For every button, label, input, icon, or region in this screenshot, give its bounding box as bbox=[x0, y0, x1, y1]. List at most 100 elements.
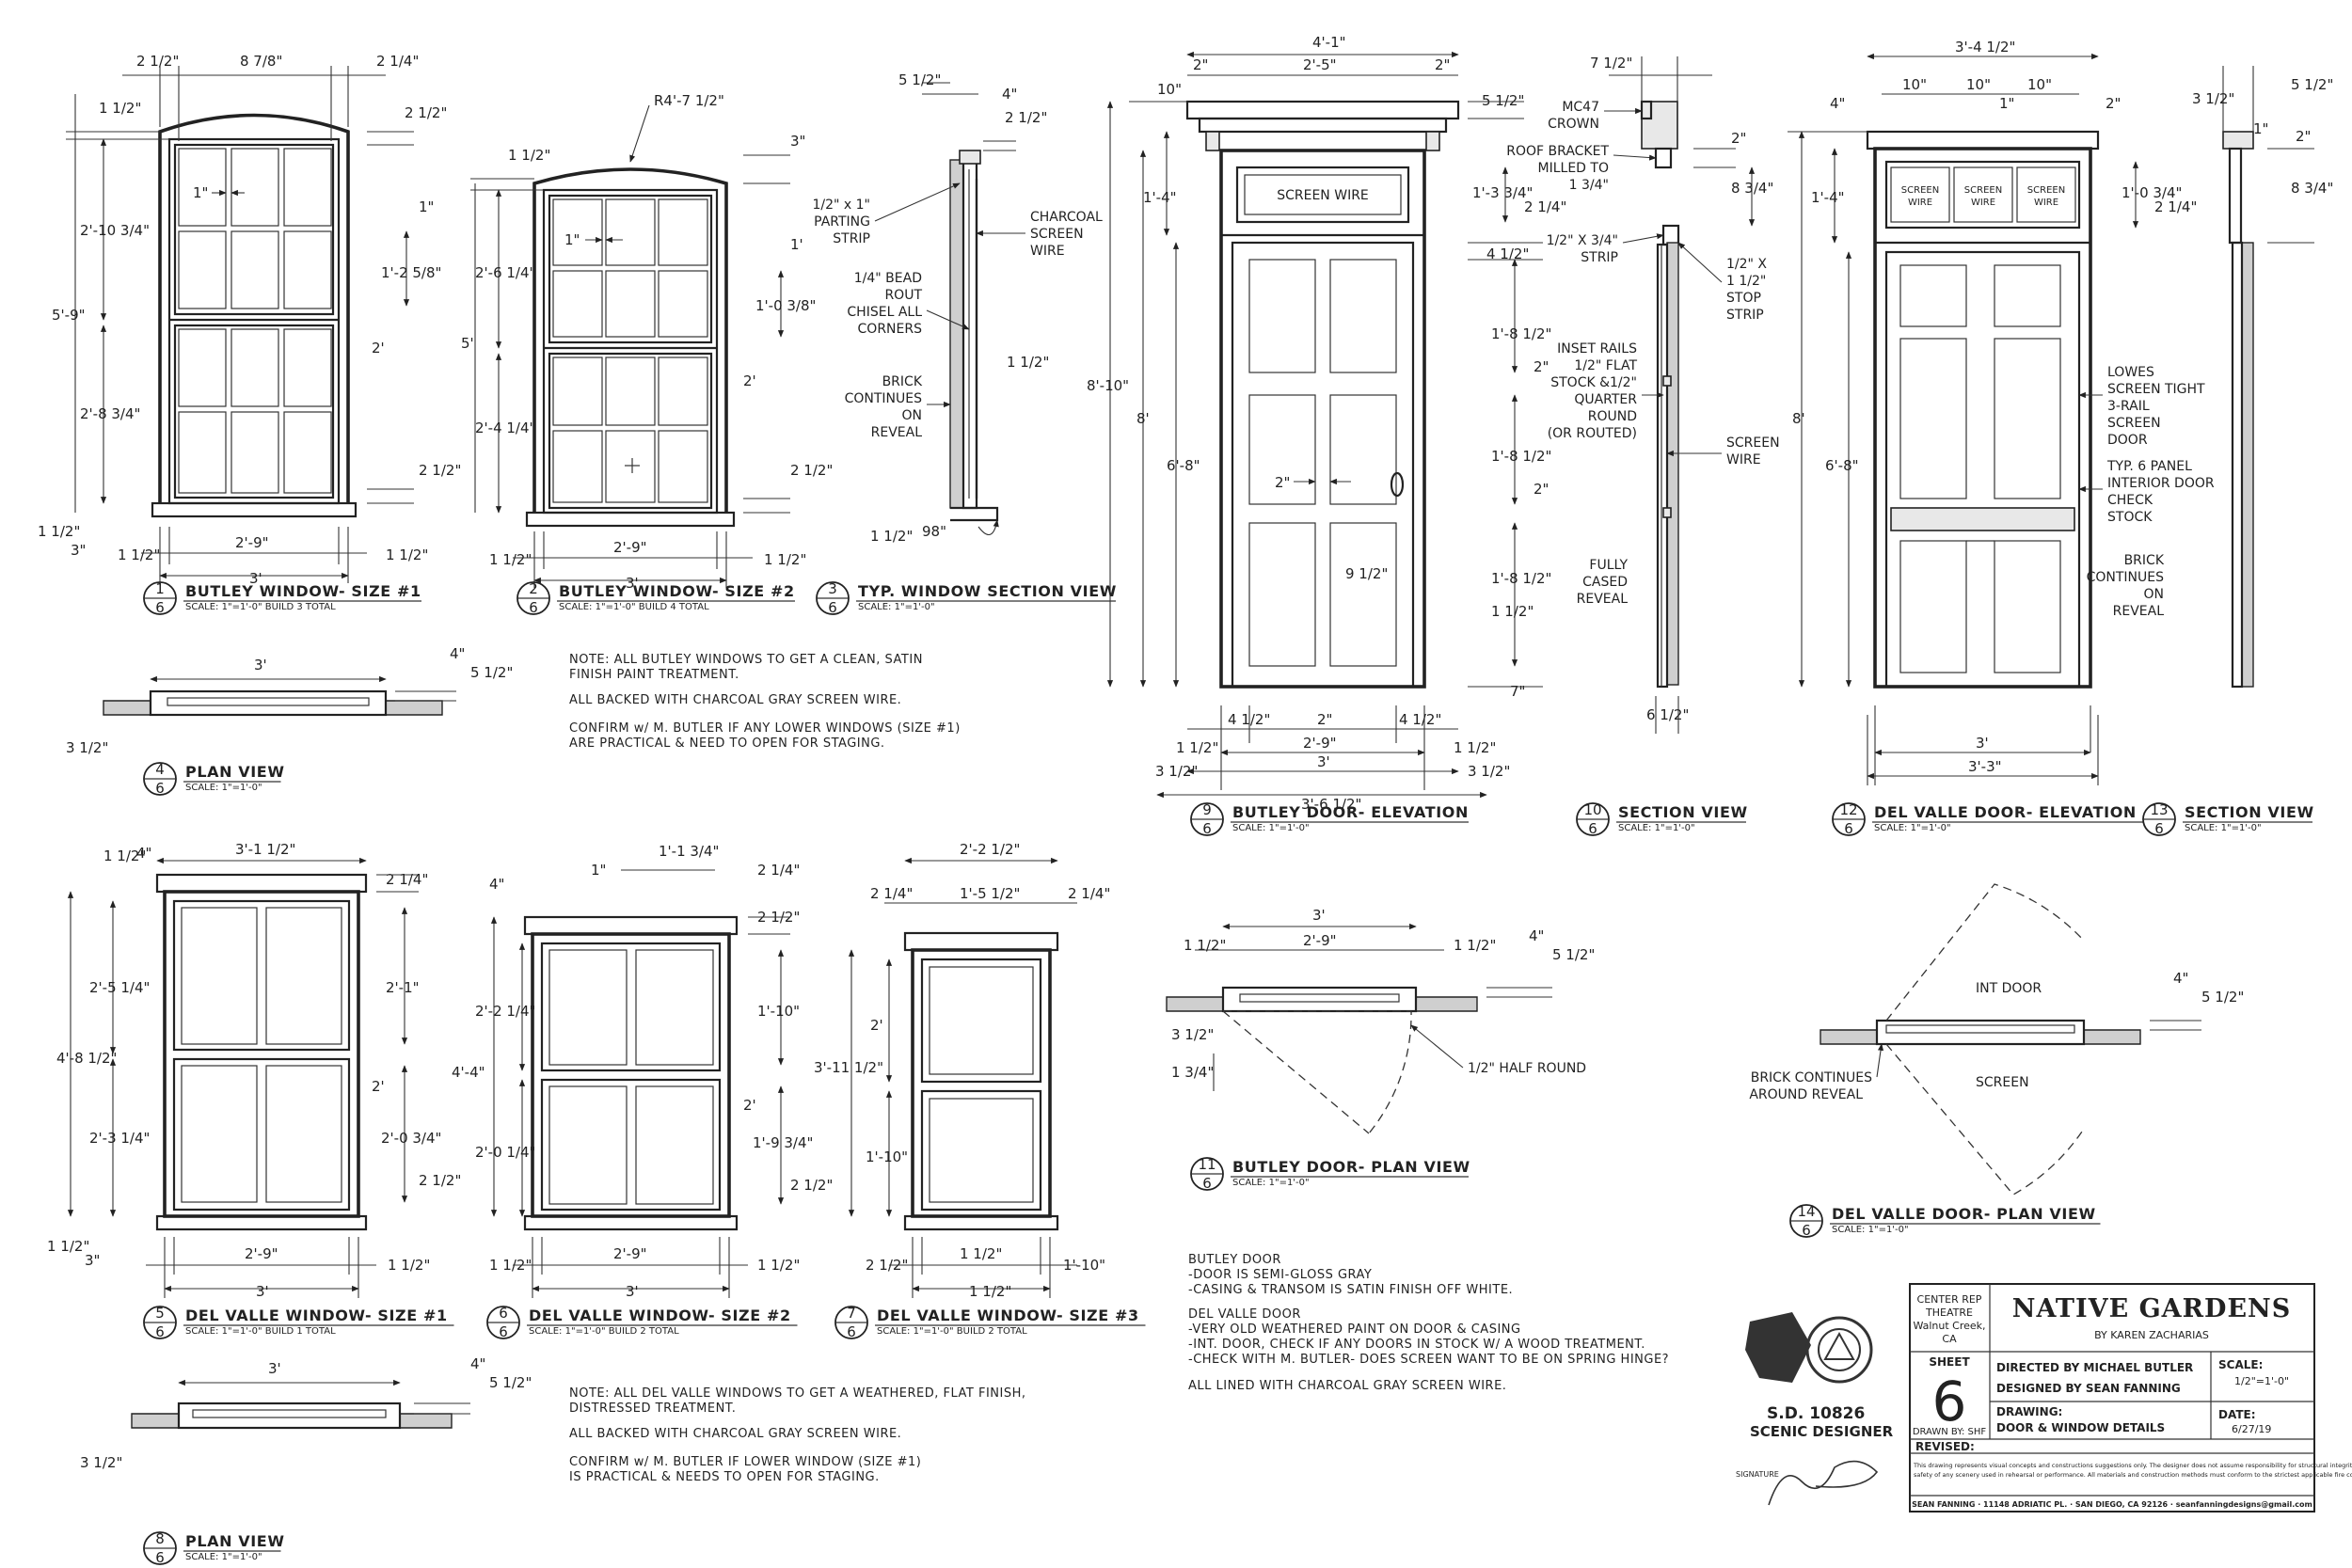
dim: 5'-9" bbox=[52, 307, 86, 324]
view-section-10: 7 1/2" 2" 8 3/4" 6 1/2" MC47 CROWN ROOF … bbox=[1506, 55, 1780, 734]
view-title: DEL VALLE DOOR- ELEVATION bbox=[1874, 803, 2137, 821]
dim: 1 1/2" bbox=[47, 1238, 89, 1255]
callout-number: 11 bbox=[1198, 1156, 1216, 1173]
view-butley-door-plan: 3' 1 1/2" 2'-9" 1 1/2" 4" 5 1/2" 3 1/2" … bbox=[1166, 907, 1595, 1134]
note: STOCK &1/2" bbox=[1550, 375, 1637, 390]
callout-sheet: 6 bbox=[1588, 820, 1597, 837]
dim: 3" bbox=[71, 542, 86, 559]
delvalle-notes: NOTE: ALL DEL VALLE WINDOWS TO GET A WEA… bbox=[569, 1386, 1025, 1484]
dim: 2'-0 1/4" bbox=[475, 1144, 535, 1161]
dim: 3' bbox=[268, 1360, 281, 1377]
dim: 2 1/4" bbox=[1524, 198, 1566, 215]
dim: 4 1/2" bbox=[1399, 711, 1441, 728]
dim: 8' bbox=[1136, 410, 1150, 427]
note: REVEAL bbox=[2113, 604, 2165, 619]
dim: 8' bbox=[1792, 410, 1805, 427]
note: CONTINUES bbox=[845, 391, 923, 406]
dim: 2 1/4" bbox=[386, 871, 428, 888]
dim: 1 1/2" bbox=[1491, 603, 1534, 620]
plan-label: AROUND REVEAL bbox=[1749, 1087, 1863, 1102]
dim: 1" bbox=[564, 231, 580, 248]
view-scale: SCALE: 1"=1'-0" BUILD 3 TOTAL bbox=[185, 602, 336, 612]
callout-sheet: 6 bbox=[155, 1323, 165, 1340]
dim: 3'-1 1/2" bbox=[235, 841, 295, 858]
dim: 1" bbox=[591, 862, 606, 879]
dim: 5 1/2" bbox=[489, 1374, 532, 1391]
callout-number: 3 bbox=[828, 580, 837, 597]
note: SCREEN bbox=[1030, 227, 1084, 242]
dim: 8 3/4" bbox=[1731, 180, 1773, 197]
view-scale: SCALE: 1"=1'-0" bbox=[858, 602, 935, 612]
dim: 1 1/2" bbox=[99, 100, 141, 117]
note: PARTING bbox=[814, 214, 870, 230]
dim: 4'-8 1/2" bbox=[56, 1050, 117, 1067]
note: 1 1/2" bbox=[1726, 274, 1766, 289]
view-section-13: 3 1/2" 5 1/2" 1" 2" 8 3/4" bbox=[2192, 66, 2333, 689]
note: INTERIOR DOOR bbox=[2107, 476, 2215, 491]
view-plan-4: 3' 4" 5 1/2" 3 1/2" bbox=[66, 645, 513, 756]
note: 1/2" x 1" bbox=[812, 198, 870, 213]
dim: 3 1/2" bbox=[1155, 763, 1198, 780]
dim: 10" bbox=[1966, 76, 1991, 93]
dim: 1'-10" bbox=[866, 1148, 908, 1165]
note: STOP bbox=[1726, 291, 1761, 306]
dim: 1 1/2" bbox=[118, 546, 160, 563]
dim: 2'-1" bbox=[386, 979, 420, 996]
dim: 1 1/2" bbox=[764, 551, 806, 568]
dim: 2 1/4" bbox=[2154, 198, 2197, 215]
dim: 3 1/2" bbox=[1171, 1026, 1214, 1043]
dim: 1" bbox=[2253, 120, 2268, 137]
note: BRICK bbox=[2124, 553, 2165, 568]
dim: 1 1/2" bbox=[388, 1257, 430, 1274]
callout-number: 2 bbox=[529, 580, 538, 597]
dim: 2'-3 1/4" bbox=[89, 1130, 150, 1147]
note: CHISEL ALL bbox=[847, 305, 922, 320]
dim: 1 1/2" bbox=[960, 1245, 1002, 1262]
dim: 2'-9" bbox=[245, 1245, 278, 1262]
note: ON bbox=[902, 408, 923, 423]
dim: 2" bbox=[1275, 474, 1290, 491]
dim: 2'-9" bbox=[1303, 735, 1337, 752]
note-line: -DOOR IS SEMI-GLOSS GRAY bbox=[1188, 1268, 1372, 1282]
theatre-line: THEATRE bbox=[1925, 1307, 1973, 1319]
dim: 2 1/2" bbox=[1005, 109, 1047, 126]
note: CORNERS bbox=[858, 322, 923, 337]
callout-number: 9 bbox=[1202, 801, 1212, 818]
screen-label: SCREEN bbox=[1901, 185, 1939, 196]
union-stamp: S.D. 10826 SCENIC DESIGNER SIGNATURE bbox=[1736, 1312, 1894, 1506]
dim: 7 1/2" bbox=[1590, 55, 1632, 71]
note-line: CONFIRM w/ M. BUTLER IF ANY LOWER WINDOW… bbox=[569, 721, 961, 736]
view-delvalle-door: SCREEN WIRE SCREEN WIRE SCREEN WIRE 3'-4… bbox=[1788, 39, 2215, 785]
dim: 3' bbox=[256, 1283, 269, 1300]
note: 1 3/4" bbox=[1569, 178, 1609, 193]
dim: 4" bbox=[1002, 86, 1017, 103]
dim: 2'-9" bbox=[613, 1245, 647, 1262]
note: STRIP bbox=[1726, 308, 1764, 323]
dim: 3 1/2" bbox=[1468, 763, 1510, 780]
dim: 1 1/2" bbox=[489, 551, 532, 568]
note: CONTINUES bbox=[2087, 570, 2165, 585]
dim: 1 1/2" bbox=[386, 546, 428, 563]
view-delvalle-window-3: 2'-2 1/2" 2 1/4" 1'-5 1/2" 2 1/4" 2' 3'-… bbox=[814, 841, 1110, 1300]
dim: 4" bbox=[136, 845, 151, 862]
dim: 5 1/2" bbox=[1552, 946, 1595, 963]
dim: 2 1/4" bbox=[757, 862, 800, 879]
dim: 2'-10 3/4" bbox=[80, 222, 150, 239]
note: MC47 bbox=[1562, 100, 1599, 115]
dim: 9 1/2" bbox=[1345, 565, 1388, 582]
dim: 1'-9 3/4" bbox=[753, 1134, 813, 1151]
view-title: BUTLEY DOOR- ELEVATION bbox=[1232, 803, 1469, 821]
note: STRIP bbox=[833, 231, 870, 246]
dim: 2'-9" bbox=[1303, 932, 1337, 949]
dim: 2'-8 3/4" bbox=[80, 405, 140, 422]
dim: 2'-6 1/4" bbox=[475, 264, 535, 281]
dim: 1 1/2" bbox=[1454, 937, 1496, 954]
dim: 1'-8 1/2" bbox=[1491, 325, 1551, 342]
designed-by: DESIGNED BY SEAN FANNING bbox=[1996, 1382, 2181, 1395]
note-line: -CASING & TRANSOM IS SATIN FINISH OFF WH… bbox=[1188, 1283, 1513, 1297]
view-title: DEL VALLE WINDOW- SIZE #3 bbox=[877, 1307, 1139, 1324]
